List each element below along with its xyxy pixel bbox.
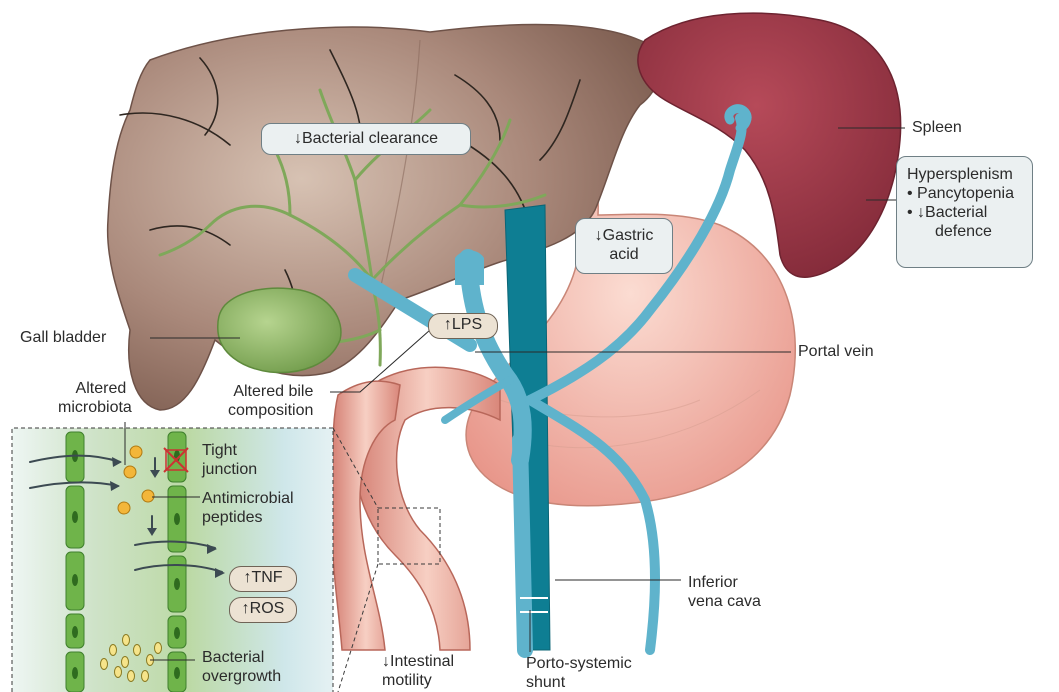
tnf-badge: ↑TNF <box>229 566 297 592</box>
altered-bile-line2: composition <box>228 401 313 420</box>
ros-badge: ↑ROS <box>229 597 297 623</box>
hypersplenism-title: Hypersplenism <box>907 165 1022 184</box>
lps-badge: ↑LPS <box>428 313 498 339</box>
ivc-line2: vena cava <box>688 592 761 611</box>
antimicrobial-line2: peptides <box>202 508 294 527</box>
tnf-label: ↑TNF <box>243 569 282 586</box>
altered-bile-line1: Altered bile <box>228 382 313 401</box>
bacterial-overgrowth-line1: Bacterial <box>202 648 281 667</box>
porto-systemic-shunt-label: Porto-systemic shunt <box>526 654 632 692</box>
antimicrobial-label: Antimicrobial peptides <box>202 489 294 527</box>
altered-microbiota-line2: microbiota <box>58 398 132 417</box>
epithelium-left <box>66 432 84 692</box>
gastric-acid-line2: acid <box>576 245 672 264</box>
gastric-acid-line1: ↓Gastric <box>576 226 672 245</box>
tight-junction-label: Tight junction <box>202 441 257 479</box>
portal-vein-label: Portal vein <box>798 342 874 361</box>
spleen-label: Spleen <box>912 118 962 137</box>
bacterial-overgrowth-label: Bacterial overgrowth <box>202 648 281 686</box>
hypersplenism-box: Hypersplenism • Pancytopenia • ↓Bacteria… <box>896 156 1033 268</box>
hypersplenism-item-defence: defence <box>907 222 1022 241</box>
porto-systemic-line2: shunt <box>526 673 632 692</box>
bacterial-clearance-box: ↓Bacterial clearance <box>261 123 471 155</box>
gall-bladder <box>218 288 341 372</box>
bacterial-clearance-label: ↓Bacterial clearance <box>294 130 438 147</box>
ros-label: ↑ROS <box>242 600 285 617</box>
gall-bladder-label: Gall bladder <box>20 328 106 347</box>
intestinal-motility-line2: motility <box>382 671 454 690</box>
gastric-acid-box: ↓Gastric acid <box>575 218 673 274</box>
antimicrobial-line1: Antimicrobial <box>202 489 294 508</box>
hypersplenism-item-pancytopenia: • Pancytopenia <box>907 184 1022 203</box>
intestinal-motility-line1: ↓Intestinal <box>382 652 454 671</box>
epithelium-right <box>168 432 186 692</box>
altered-bile-label: Altered bile composition <box>228 382 313 420</box>
hypersplenism-item-bacterial: • ↓Bacterial <box>907 203 1022 222</box>
lps-label: ↑LPS <box>444 316 482 333</box>
tight-junction-line2: junction <box>202 460 257 479</box>
porto-systemic-line1: Porto-systemic <box>526 654 632 673</box>
bacterial-overgrowth-line2: overgrowth <box>202 667 281 686</box>
inferior-vena-cava-label: Inferior vena cava <box>688 573 761 611</box>
altered-microbiota-line1: Altered <box>70 379 132 398</box>
ivc-line1: Inferior <box>688 573 761 592</box>
intestinal-motility-label: ↓Intestinal motility <box>382 652 454 690</box>
altered-microbiota-label: Altered microbiota <box>70 379 132 417</box>
tight-junction-line1: Tight <box>202 441 257 460</box>
